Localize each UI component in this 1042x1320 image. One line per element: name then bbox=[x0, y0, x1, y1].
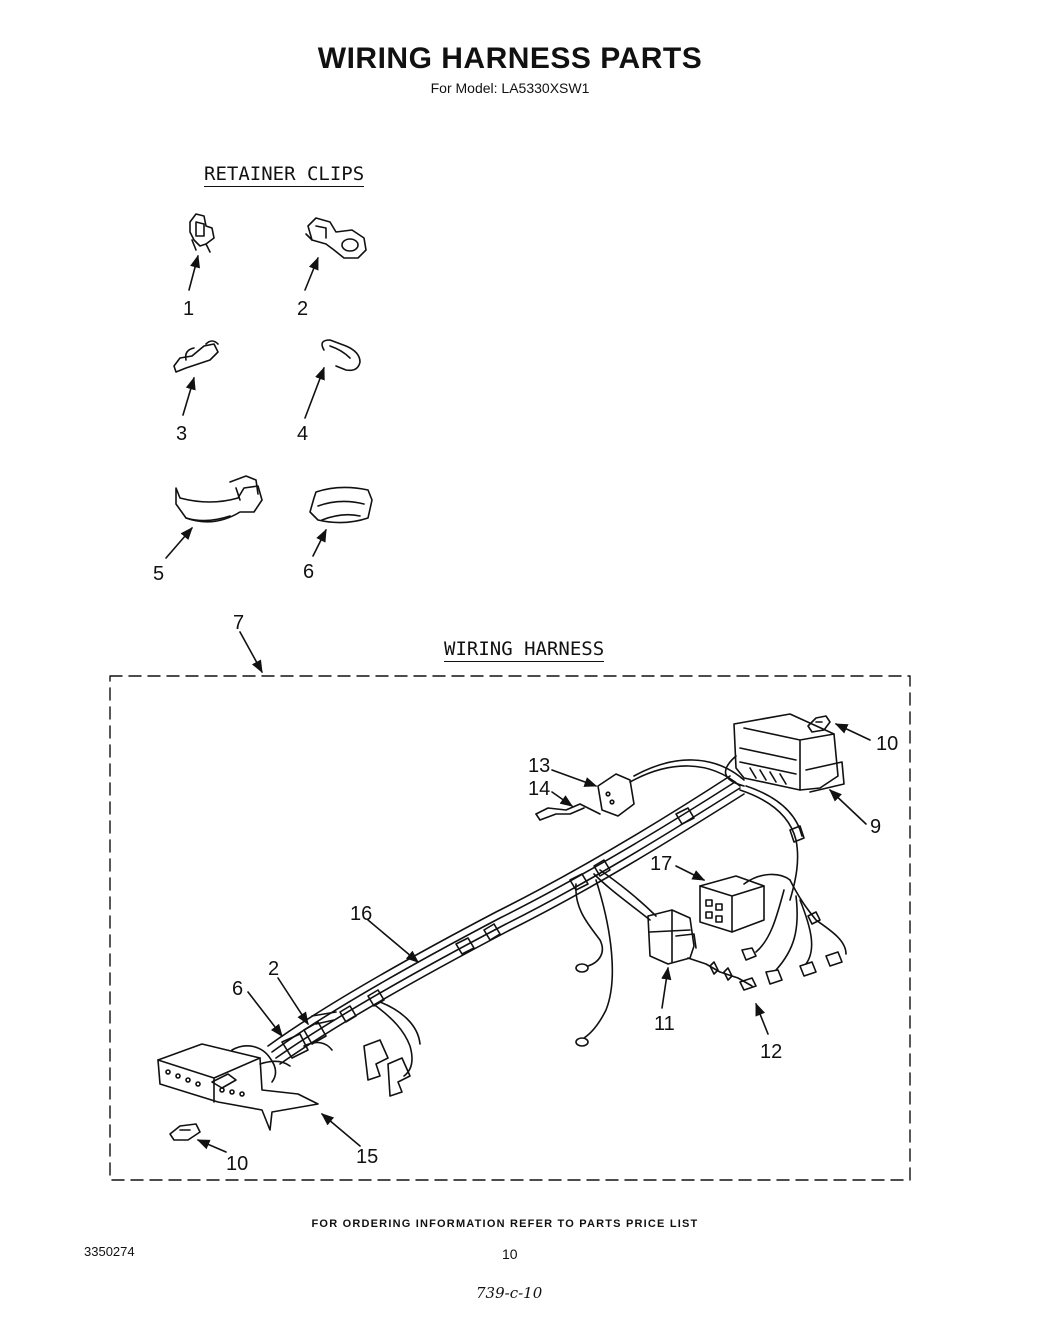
callout-15: 15 bbox=[356, 1146, 378, 1168]
retainer-clip-5-drawing bbox=[165, 475, 263, 559]
left-branch-wires-drawing bbox=[303, 1001, 421, 1097]
harness-clip-6-drawing bbox=[247, 991, 309, 1059]
retainer-clips-heading: RETAINER CLIPS bbox=[204, 163, 365, 187]
retainer-clip-6-drawing bbox=[309, 486, 373, 557]
retainer-clip-4-drawing bbox=[304, 339, 361, 419]
callout-1: 1 bbox=[183, 298, 194, 320]
wiring-harness-heading: WIRING HARNESS bbox=[444, 638, 605, 662]
callout-2: 2 bbox=[297, 298, 308, 320]
callout-14: 14 bbox=[528, 778, 550, 800]
callout-10-top: 10 bbox=[876, 733, 898, 755]
callout-7: 7 bbox=[233, 612, 244, 634]
switch-feed-wire bbox=[593, 873, 651, 921]
page-number: 10 bbox=[502, 1246, 518, 1262]
callout-2-harness: 2 bbox=[268, 958, 279, 980]
callout-16-leader bbox=[367, 919, 419, 963]
retainer-clip-3-drawing bbox=[173, 340, 219, 416]
terminal-14-drawing bbox=[535, 791, 601, 821]
callout-17: 17 bbox=[650, 853, 672, 875]
ordering-note: FOR ORDERING INFORMATION REFER TO PARTS … bbox=[311, 1218, 699, 1230]
ground-leads-drawing bbox=[575, 879, 614, 1047]
connector-block-9-drawing bbox=[724, 713, 867, 825]
switch-feed-wire-2 bbox=[599, 869, 657, 917]
callout-10-bottom: 10 bbox=[226, 1153, 248, 1175]
terminal-12-drawing bbox=[687, 957, 769, 1035]
right-branch-wires-drawing bbox=[739, 785, 847, 985]
callout-3: 3 bbox=[176, 423, 187, 445]
harness-clip-2-drawing bbox=[277, 977, 327, 1045]
retainer-clip-2-drawing bbox=[304, 217, 367, 291]
connector-13-drawing bbox=[551, 769, 635, 817]
terminal-10-bottom-drawing bbox=[169, 1123, 227, 1153]
harness-kit-boundary bbox=[109, 675, 911, 1181]
callout-7-leader bbox=[239, 631, 263, 674]
handwritten-code: 739-c-10 bbox=[476, 1284, 543, 1302]
callout-13: 13 bbox=[528, 755, 550, 777]
connector-17-drawing bbox=[675, 865, 791, 933]
harness-bundle-drawing bbox=[267, 759, 745, 1065]
callout-6: 6 bbox=[303, 561, 314, 583]
connector-block-15-drawing bbox=[157, 1043, 361, 1147]
model-subtitle: For Model: LA5330XSW1 bbox=[430, 80, 590, 96]
callout-4: 4 bbox=[297, 423, 308, 445]
callout-11: 11 bbox=[654, 1013, 675, 1035]
callout-16: 16 bbox=[350, 903, 372, 925]
switch-11-drawing bbox=[647, 909, 697, 1009]
retainer-clip-1-drawing bbox=[188, 213, 215, 291]
callout-12: 12 bbox=[760, 1041, 782, 1063]
callout-6-harness: 6 bbox=[232, 978, 243, 1000]
page-title: WIRING HARNESS PARTS bbox=[317, 42, 703, 75]
callout-9: 9 bbox=[870, 816, 881, 838]
callout-5: 5 bbox=[153, 563, 164, 585]
terminal-10-top-drawing bbox=[807, 715, 871, 741]
document-number: 3350274 bbox=[84, 1244, 135, 1259]
